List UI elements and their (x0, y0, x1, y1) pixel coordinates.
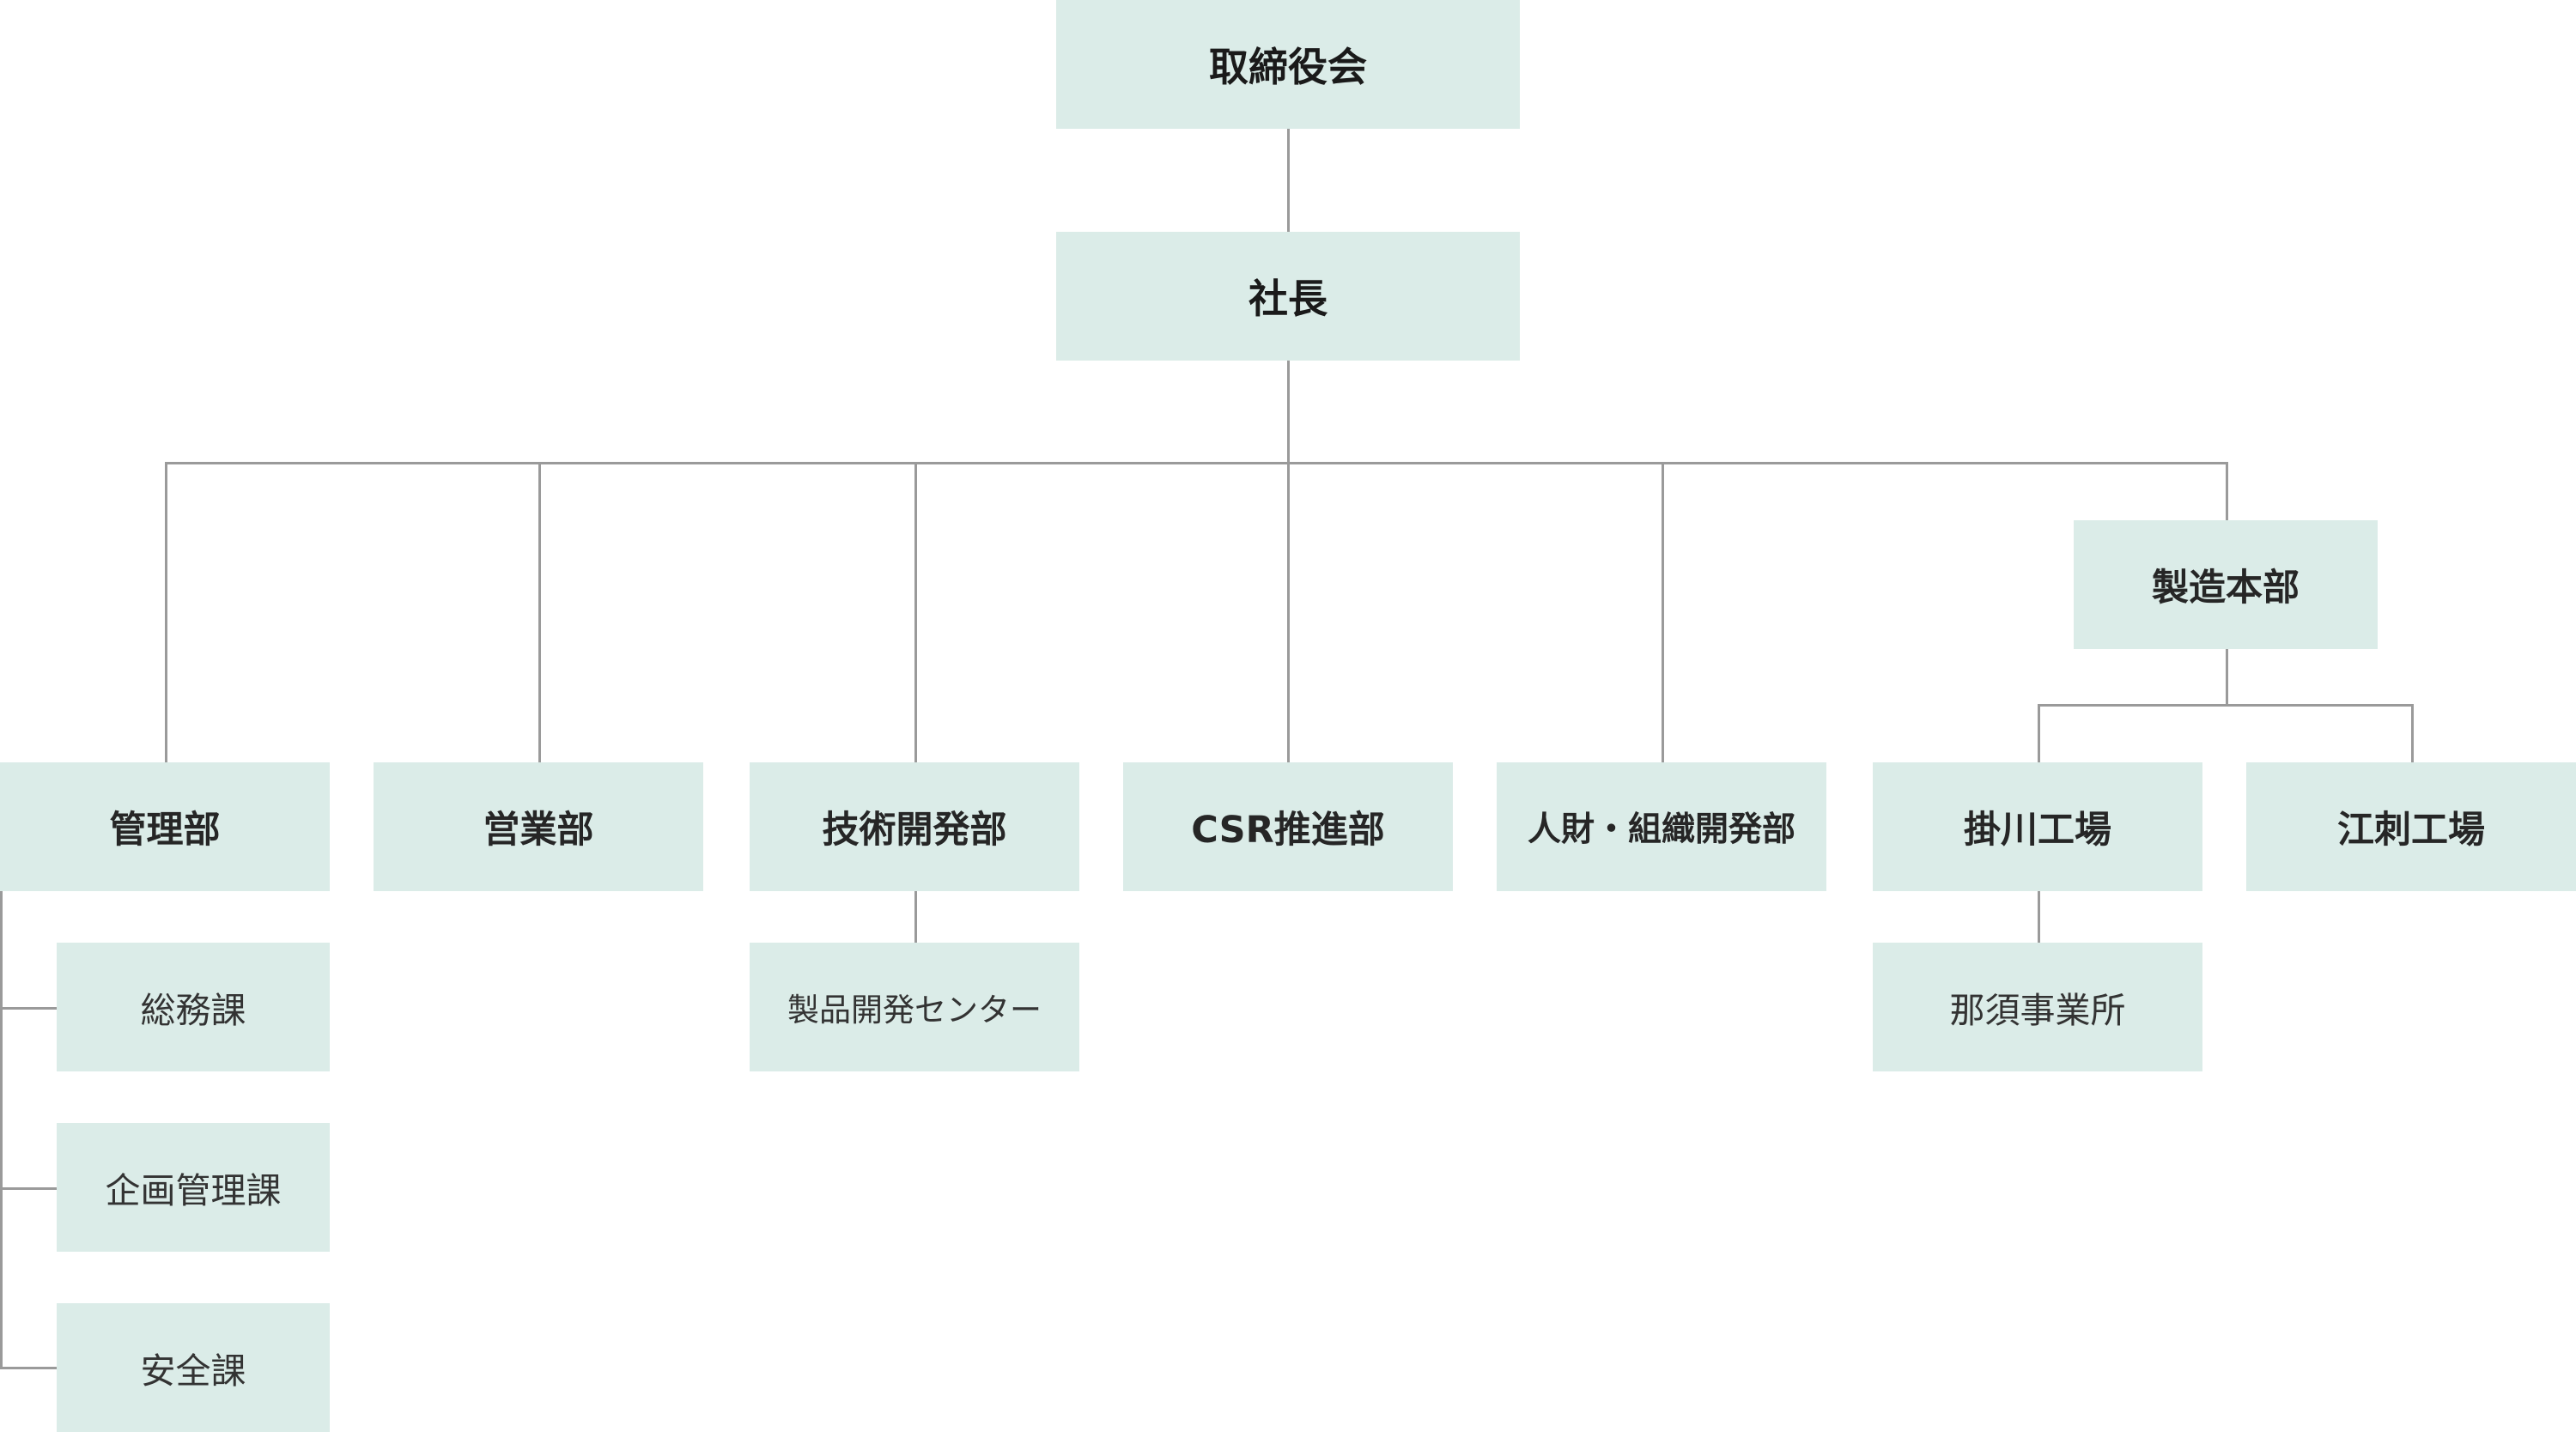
connector-safety (0, 1367, 58, 1369)
planning-section-box: 企画管理課 (57, 1123, 330, 1252)
connector-factory-bus (2038, 704, 2414, 707)
connector-product-center (914, 889, 917, 944)
president-box: 社長 (1056, 232, 1520, 361)
connector-hq-bus (2226, 649, 2228, 707)
board-of-directors-box: 取締役会 (1056, 0, 1520, 129)
tech-dev-dept-box: 技術開発部 (750, 762, 1079, 891)
connector-esashi (2411, 704, 2414, 762)
manufacturing-hq-box: 製造本部 (2074, 520, 2378, 649)
product-dev-center-box: 製品開発センター (750, 943, 1079, 1071)
connector-admin-sections (0, 889, 3, 1368)
kakegawa-factory-box: 掛川工場 (1873, 762, 2202, 891)
sales-dept-box: 営業部 (374, 762, 703, 891)
connector-csr (1287, 462, 1290, 762)
general-affairs-section-box: 総務課 (57, 943, 330, 1071)
connector-main-bus (165, 462, 2228, 464)
csr-dept-box: CSR推進部 (1123, 762, 1453, 891)
esashi-factory-box: 江刺工場 (2246, 762, 2576, 891)
connector-tech-dev (914, 462, 917, 762)
admin-dept-box: 管理部 (0, 762, 330, 891)
safety-section-box: 安全課 (57, 1303, 330, 1432)
connector-general-affairs (0, 1007, 58, 1010)
connector-board-president (1287, 129, 1290, 232)
connector-manufacturing-hq (2226, 462, 2228, 522)
connector-sales (538, 462, 541, 762)
connector-nasu-office (2038, 889, 2040, 944)
connector-president-bus (1287, 359, 1290, 464)
nasu-office-box: 那須事業所 (1873, 943, 2202, 1071)
connector-hr (1662, 462, 1664, 762)
connector-admin (165, 462, 167, 762)
hr-dept-box: 人財・組織開発部 (1497, 762, 1826, 891)
connector-kakegawa (2038, 704, 2040, 762)
connector-planning (0, 1187, 58, 1190)
